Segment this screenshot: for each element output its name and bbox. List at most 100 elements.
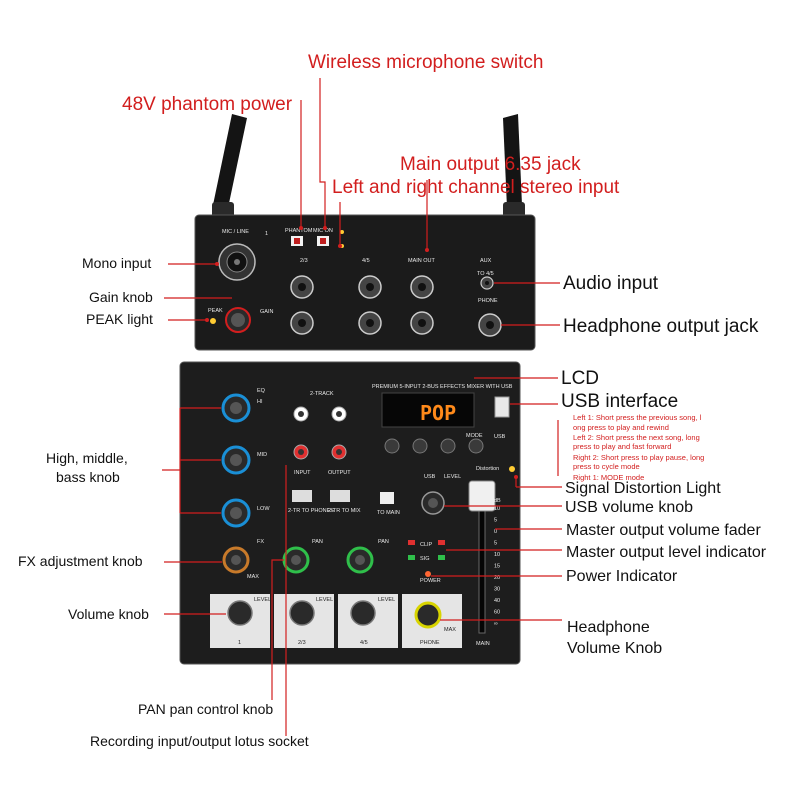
hi-text: HI <box>257 399 263 405</box>
usb-interface-label: USB interface <box>561 391 678 412</box>
usb-volume-label: USB volume knob <box>565 499 693 516</box>
two-track-text: 2-TRACK <box>310 391 334 397</box>
fx-text: FX <box>257 539 264 545</box>
master-fader-cap[interactable] <box>468 480 496 512</box>
main-output-jacks[interactable] <box>410 275 434 335</box>
low-text: LOW <box>257 506 270 512</box>
eq-high-knob[interactable] <box>221 393 251 423</box>
to-main-button[interactable]: TO MAIN <box>377 492 400 516</box>
volume-knob-45[interactable] <box>350 600 376 626</box>
usb-port[interactable] <box>494 396 510 418</box>
power-led <box>425 571 431 577</box>
channel-strip-23: LEVEL 2/3 <box>274 594 334 648</box>
usb-note-5: Right 2: Short press to play pause, long <box>573 453 704 462</box>
ch1-text: 1 <box>265 231 268 237</box>
tr-mix-button[interactable]: 2-TR TO MIX <box>328 490 361 514</box>
mic-on-switch[interactable]: MIC ON <box>313 228 333 246</box>
headphone-output-jack[interactable] <box>478 313 502 337</box>
distortion-led <box>509 466 515 472</box>
pan-text-23: PAN <box>312 539 323 545</box>
gain-knob-label: Gain knob <box>89 289 153 305</box>
peak-light-label: PEAK light <box>86 311 153 327</box>
channel-strip-phone: MAX PHONE <box>402 594 462 648</box>
pan-text-45: PAN <box>378 539 389 545</box>
usb-transport-buttons[interactable] <box>384 438 484 454</box>
fx-knob[interactable] <box>222 546 250 574</box>
volume-knob-1[interactable] <box>227 600 253 626</box>
phantom-switch[interactable]: PHANTOM <box>285 228 313 246</box>
rca-lotus-sockets[interactable] <box>293 406 347 460</box>
to45-text: TO 4/5 <box>477 271 494 277</box>
sig-text: SIG <box>420 556 429 562</box>
eq-low-knob[interactable] <box>221 498 251 528</box>
usb-port-text: USB <box>494 434 506 440</box>
channel-strip-45: LEVEL 4/5 <box>338 594 398 648</box>
level-indicator-label: Master output level indicator <box>566 544 767 561</box>
gain-knob[interactable] <box>225 307 251 333</box>
distortion-text: Distortion <box>476 466 499 472</box>
ch45-text: 4/5 <box>362 258 370 264</box>
lcd-digits: POP <box>420 401 456 425</box>
wireless-led-a <box>340 230 344 234</box>
pan-knob-45[interactable] <box>346 546 374 574</box>
phantom-power-label: 48V phantom power <box>122 94 293 115</box>
mid-text: MID <box>257 452 267 458</box>
stereo-input-jacks[interactable] <box>290 275 382 335</box>
left-antenna <box>212 114 247 218</box>
audio-input-jack[interactable] <box>480 276 494 290</box>
level-text-23: LEVEL <box>316 597 333 603</box>
fader-scale-label: ∞ <box>494 621 498 627</box>
volume-knob-label: Volume knob <box>68 606 149 622</box>
fader-scale-label: 0 <box>494 529 497 535</box>
fader-scale-label: 60 <box>494 610 500 616</box>
eq-knobs-label-1: High, middle, <box>46 450 128 466</box>
level-text-45: LEVEL <box>378 597 395 603</box>
phone-text: PHONE <box>478 298 498 304</box>
pan-knob-23[interactable] <box>282 546 310 574</box>
audio-input-label: Audio input <box>563 273 659 294</box>
pan-knob-label: PAN pan control knob <box>138 701 273 717</box>
right-antenna <box>503 114 525 218</box>
ch-label-23: 2/3 <box>298 640 306 646</box>
usb-note-7: Right 1: MODE mode <box>573 473 644 482</box>
headphone-volume-label-1: Headphone <box>567 619 650 636</box>
ch-label-1: 1 <box>238 640 241 646</box>
tr-phones-button[interactable]: 2-TR TO PHONES <box>288 490 334 514</box>
main-text: MAIN <box>476 641 490 647</box>
main-output-label: Main output 6.35 jack <box>400 154 581 175</box>
headphone-jack-label: Headphone output jack <box>563 316 759 337</box>
clip-text: CLIP <box>420 542 433 548</box>
fader-scale-label: 15 <box>494 564 500 570</box>
mode-text: MODE <box>466 433 483 439</box>
eq-knobs-label-2: bass knob <box>56 469 120 485</box>
usb-note-1: Left 1: Short press the previous song, l <box>573 413 702 422</box>
headphone-volume-knob[interactable] <box>414 601 442 629</box>
tr-phones-text: 2-TR TO PHONES <box>288 508 334 514</box>
level-text-1: LEVEL <box>254 597 271 603</box>
usb-level-text: LEVEL <box>444 474 461 480</box>
aux-text: AUX <box>480 258 492 264</box>
fader-scale-label: 30 <box>494 587 500 593</box>
lcd-screen <box>381 392 475 428</box>
usb-note-6: press to cycle mode <box>573 462 640 471</box>
volume-knob-23[interactable] <box>289 600 315 626</box>
fader-scale-label: 5 <box>494 518 497 524</box>
mic-line-text: MIC / LINE <box>222 229 249 235</box>
model-text: PREMIUM 5-INPUT 2-BUS EFFECTS MIXER WITH… <box>372 384 513 390</box>
fader-scale-label: 5 <box>494 541 497 547</box>
ch23-text: 2/3 <box>300 258 308 264</box>
phone-max-text: MAX <box>444 627 456 633</box>
peak-led <box>210 318 216 324</box>
mono-input-combo-jack[interactable] <box>218 243 256 281</box>
fx-knob-label: FX adjustment knob <box>18 553 143 569</box>
stereo-input-label: Left and right channel stereo input <box>332 177 620 198</box>
usb-volume-knob[interactable] <box>421 491 445 515</box>
master-fader-label: Master output volume fader <box>566 522 761 539</box>
usb-notes: Left 1: Short press the previous song, l… <box>573 413 704 482</box>
eq-mid-knob[interactable] <box>221 445 251 475</box>
ch-label-45: 4/5 <box>360 640 368 646</box>
usb-note-4: press to play and fast forward <box>573 442 671 451</box>
distortion-light-label: Signal Distortion Light <box>565 480 721 497</box>
